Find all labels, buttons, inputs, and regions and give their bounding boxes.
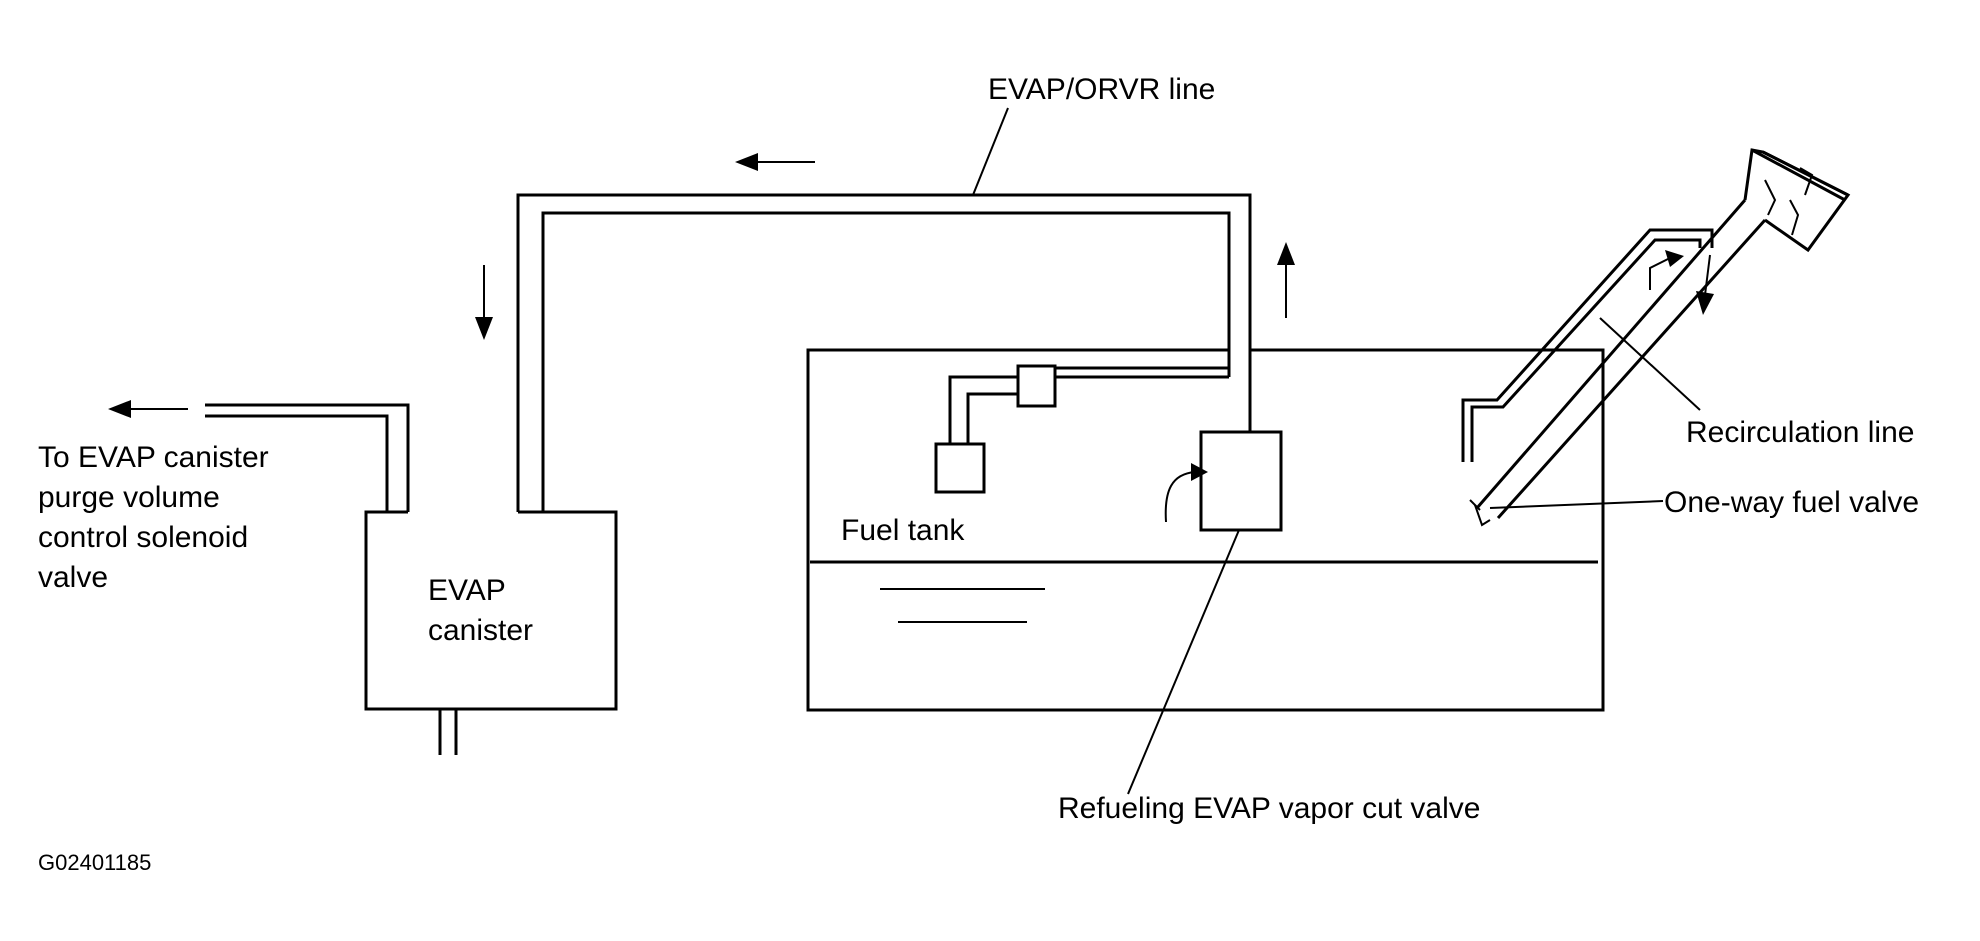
label-recirculation-line: Recirculation line: [1686, 416, 1914, 449]
filler-neck: [1469, 148, 1851, 527]
label-to-evap-line1: To EVAP canister: [38, 441, 269, 474]
evap-canister: [364, 510, 618, 755]
flow-arrow-filler-down: [1696, 254, 1714, 315]
flow-arrow-recirculation: [1649, 250, 1684, 290]
leader-one-way-valve: [1489, 500, 1664, 509]
label-canister-line1: EVAP: [428, 574, 506, 607]
flow-arrow-up: [1277, 242, 1295, 318]
fuel-tank: [806, 348, 1605, 712]
recirculation-line-pipe: [1461, 228, 1714, 462]
evap-orvr-line: [516, 193, 1252, 512]
tank-vent-piping: [934, 364, 1229, 494]
label-fuel-tank: Fuel tank: [841, 514, 965, 547]
label-canister-line2: canister: [428, 614, 533, 647]
fuel-level-valve: [934, 442, 986, 494]
leader-recirculation-line: [1599, 317, 1701, 411]
vent-valve-small: [1016, 364, 1057, 408]
label-evap-orvr-line: EVAP/ORVR line: [988, 73, 1215, 106]
flow-arrow-down: [475, 265, 493, 340]
flow-arrow-left-purge: [108, 400, 188, 418]
refueling-evap-vapor-cut-valve: [1127, 430, 1283, 795]
purge-line: [205, 403, 410, 512]
label-to-evap-line2: purge volume: [38, 481, 220, 514]
label-to-evap-line3: control solenoid: [38, 521, 248, 554]
label-vapor-cut-valve: Refueling EVAP vapor cut valve: [1058, 792, 1480, 825]
flow-arrow-left-top: [735, 153, 815, 171]
label-one-way-fuel-valve: One-way fuel valve: [1664, 486, 1919, 519]
leader-evap-orvr-line: [972, 107, 1009, 196]
figure-code: G02401185: [38, 850, 151, 875]
label-to-evap-line4: valve: [38, 561, 108, 594]
